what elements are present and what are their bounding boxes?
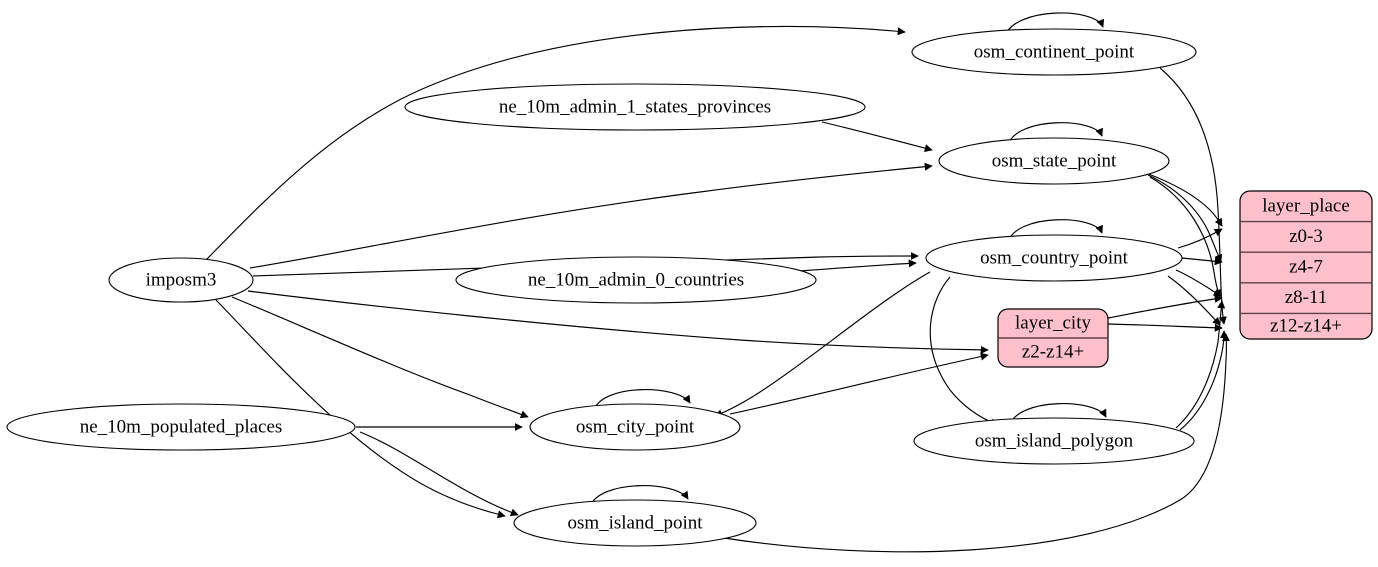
node-label-imposm3: imposm3: [146, 269, 217, 290]
node-label-osm_island_polygon: osm_island_polygon: [975, 430, 1134, 451]
edge-osm_country_point-layer_place-z12: [1167, 275, 1221, 326]
edge-imposm3-osm_state_point: [249, 162, 933, 269]
edge-osm_city_point-layer_city-z2: [729, 352, 989, 415]
record-row-layer_city-z2-z14[interactable]: z2-z14+: [1022, 341, 1084, 362]
edge-ne_populated-osm_island_point: [359, 431, 519, 517]
edge-osm_island_polygon-layer_place-z8-11: [1175, 300, 1226, 429]
selfloop-osm_island_point: [589, 485, 689, 508]
node-osm_island_point[interactable]: osm_island_point: [513, 499, 757, 547]
node-ne_10m_admin_1_states_provinces[interactable]: ne_10m_admin_1_states_provinces: [404, 83, 866, 131]
edge-osm_country_point-layer_place-z4-7: [1181, 257, 1223, 266]
record-row-layer_place-title: layer_place: [1262, 195, 1350, 216]
node-osm_continent_point[interactable]: osm_continent_point: [911, 28, 1197, 76]
edge-osm_state_point-layer_place-z8-11: [1149, 176, 1222, 298]
node-label-osm_country_point: osm_country_point: [980, 247, 1128, 268]
node-osm_island_polygon[interactable]: osm_island_polygon: [913, 417, 1195, 465]
node-shape-ne_10m_populated_places[interactable]: [6, 403, 356, 451]
edge-imposm3-osm_city_point: [231, 296, 529, 419]
node-label-ne_10m_admin_0_countries: ne_10m_admin_0_countries: [528, 269, 744, 290]
node-label-osm_continent_point: osm_continent_point: [974, 41, 1135, 62]
record-box-layer_place[interactable]: [1239, 190, 1373, 340]
edge-ne_countries-osm_country_point: [799, 259, 917, 272]
node-osm_city_point[interactable]: osm_city_point: [529, 403, 741, 451]
record-row-layer_place-z12-z14[interactable]: z12-z14+: [1270, 315, 1342, 336]
edge-osm_island_polygon-layer_place-z12: [1179, 330, 1229, 431]
node-ne_10m_admin_0_countries[interactable]: ne_10m_admin_0_countries: [455, 256, 817, 304]
node-label-ne_10m_admin_1_states_provinces: ne_10m_admin_1_states_provinces: [499, 96, 771, 117]
node-imposm3[interactable]: imposm3: [108, 257, 254, 303]
node-label-ne_10m_populated_places: ne_10m_populated_places: [80, 416, 283, 437]
record-row-layer_place-z0-3[interactable]: z0-3: [1289, 226, 1323, 247]
edge-imposm3-osm_continent_point: [204, 25, 906, 262]
node-osm_state_point[interactable]: osm_state_point: [938, 137, 1170, 185]
node-layer: imposm3 ne_10m_admin_1_states_provinces …: [6, 28, 1197, 547]
node-shape-ne_10m_admin_1_states_provinces[interactable]: [404, 83, 866, 131]
node-shape-osm_continent_point[interactable]: [911, 28, 1197, 76]
node-label-osm_island_point: osm_island_point: [567, 512, 703, 533]
edge-imposm3-osm_island_point: [215, 299, 506, 519]
edge-osm_state_point-layer_place-z4-7: [1147, 174, 1223, 263]
selfloop-osm_country_point: [1007, 219, 1103, 243]
record-node-layer_place[interactable]: layer_place z0-3 z4-7 z8-11 z12-z14+: [1239, 190, 1373, 340]
record-row-layer_place-z4-7[interactable]: z4-7: [1289, 256, 1323, 277]
edge-layer_city-layer_place-z12: [1107, 323, 1223, 332]
edge-imposm3-layer_city: [247, 290, 989, 354]
selfloop-osm_city_point: [593, 389, 691, 412]
node-shape-osm_country_point[interactable]: [925, 234, 1183, 282]
node-shape-imposm3[interactable]: [108, 257, 254, 303]
node-shape-osm_island_point[interactable]: [513, 499, 757, 547]
node-ne_10m_populated_places[interactable]: ne_10m_populated_places: [6, 403, 356, 451]
node-shape-ne_10m_admin_0_countries[interactable]: [455, 256, 817, 304]
edge-osm_country_point-layer_place-z0-3: [1177, 228, 1223, 249]
node-shape-osm_city_point[interactable]: [529, 403, 741, 451]
node-label-osm_city_point: osm_city_point: [576, 416, 695, 437]
edge-osm_country_point-osm_island_polygon: [929, 276, 999, 427]
selfloop-osm_continent_point: [1004, 12, 1105, 37]
record-row-layer_place-z8-11[interactable]: z8-11: [1285, 287, 1328, 308]
record-node-layer_city[interactable]: layer_city z2-z14+: [997, 308, 1109, 368]
edge-osm_state_point-layer_place-z0-3: [1145, 172, 1223, 227]
edge-layer: [204, 12, 1231, 553]
edge-osm_country_point-layer_place-z8-11: [1175, 269, 1222, 297]
edge-osm_island_point-layer_place-z12: [723, 333, 1231, 553]
record-node-layer: layer_place z0-3 z4-7 z8-11 z12-z14+ lay…: [997, 190, 1373, 368]
record-row-layer_city-title: layer_city: [1015, 312, 1091, 333]
selfloop-osm_island_polygon: [1009, 403, 1107, 426]
node-osm_country_point[interactable]: osm_country_point: [925, 234, 1183, 282]
node-shape-osm_state_point[interactable]: [938, 137, 1170, 185]
node-label-osm_state_point: osm_state_point: [992, 150, 1117, 171]
node-shape-osm_island_polygon[interactable]: [913, 417, 1195, 465]
edge-ne_states-osm_state_point: [821, 121, 933, 153]
edge-osm_country_point-osm_city_point: [714, 271, 931, 418]
edge-layer_city-layer_place-z8-11: [1107, 294, 1223, 319]
selfloop-osm_state_point: [1007, 122, 1103, 146]
